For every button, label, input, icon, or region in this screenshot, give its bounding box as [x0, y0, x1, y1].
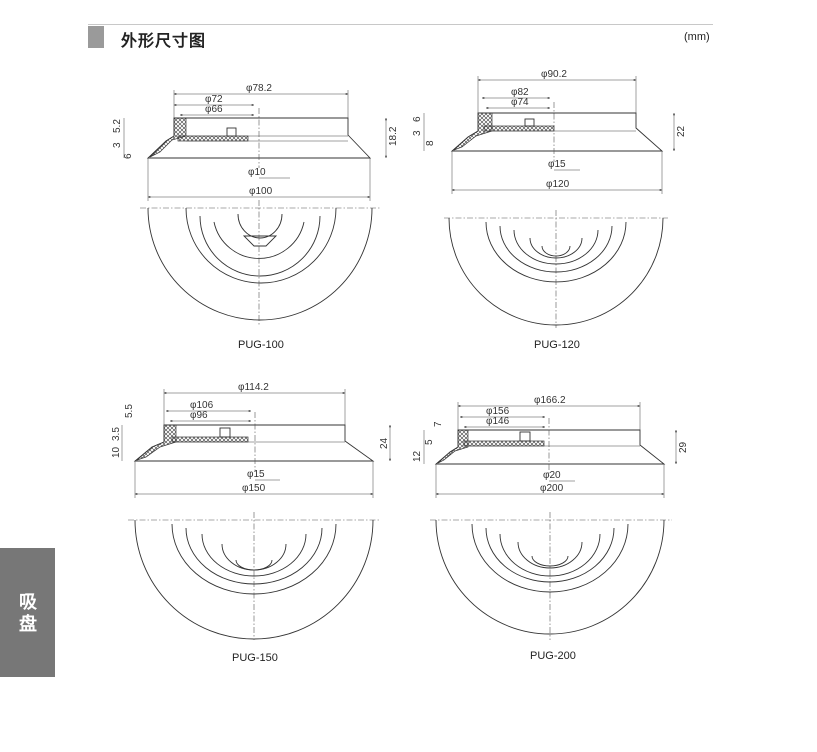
dim-b: φ66: [205, 104, 223, 115]
dim-b: φ146: [486, 416, 510, 427]
dim-h1: 5.2: [112, 119, 123, 133]
dim-a: φ82: [511, 87, 529, 98]
model-label: PUG-100: [238, 339, 284, 351]
dim-outer: φ114.2: [238, 382, 269, 393]
drawing-pug-100: φ78.2 φ72 φ66 φ10 φ100 18.2 5.2 3 6: [112, 83, 399, 351]
unit-label: (mm): [684, 31, 710, 43]
dim-b: φ74: [511, 97, 529, 108]
dim-h2: 3: [112, 142, 123, 148]
dimensions: φ166.2 φ156 φ146 φ20 φ200 29 7 5 12: [412, 395, 689, 498]
side-view: [450, 102, 664, 162]
dim-bore: φ15: [548, 159, 566, 170]
model-label: PUG-150: [232, 652, 278, 664]
plan-view: PUG-150: [128, 512, 380, 664]
plan-view: PUG-100: [140, 200, 380, 351]
dim-base: φ100: [249, 186, 273, 197]
dim-bore: φ15: [247, 469, 265, 480]
dim-outer: φ90.2: [541, 69, 567, 80]
side-view: [133, 412, 375, 472]
drawing-pug-200: φ166.2 φ156 φ146 φ20 φ200 29 7 5 12: [412, 395, 689, 662]
dim-a: φ156: [486, 406, 510, 417]
dim-height: 29: [678, 441, 689, 453]
dim-outer: φ78.2: [246, 83, 272, 94]
dimensions: φ78.2 φ72 φ66 φ10 φ100 18.2 5.2 3 6: [112, 83, 399, 201]
drawing-pug-120: φ90.2 φ82 φ74 φ15 φ120 22 6 3 8: [412, 69, 687, 351]
dim-bore: φ10: [248, 167, 266, 178]
dim-h2: 3: [412, 130, 423, 136]
side-view: [146, 108, 372, 168]
side-view: [434, 418, 666, 476]
dim-h3: 6: [123, 153, 134, 159]
title-marker: [88, 26, 104, 48]
dim-height: 24: [379, 437, 390, 449]
dim-bore: φ20: [543, 470, 561, 481]
side-tab[interactable]: [0, 548, 55, 677]
plan-view: PUG-200: [430, 512, 672, 662]
side-tab-label: 吸盘: [19, 592, 37, 635]
dim-a: φ72: [205, 94, 223, 105]
dim-h1: 5.5: [124, 404, 135, 418]
drawing-pug-150: φ114.2 φ106 φ96 φ15 φ150 24 5.5 3.5 10: [111, 382, 392, 664]
dimensions: φ114.2 φ106 φ96 φ15 φ150 24 5.5 3.5 10: [111, 382, 392, 498]
page-title: 外形尺寸图: [121, 31, 207, 50]
model-label: PUG-120: [534, 339, 580, 351]
dimensions: φ90.2 φ82 φ74 φ15 φ120 22 6 3 8: [412, 69, 687, 194]
dim-h1: 6: [412, 116, 423, 122]
dim-b: φ96: [190, 410, 208, 421]
dim-outer: φ166.2: [534, 395, 566, 406]
dim-base: φ200: [540, 483, 564, 494]
dim-base: φ150: [242, 483, 266, 494]
model-label: PUG-200: [530, 650, 576, 662]
plan-view: PUG-120: [444, 210, 668, 351]
dim-a: φ106: [190, 400, 214, 411]
dim-h2: 5: [424, 439, 435, 445]
dim-h3: 10: [111, 446, 122, 458]
dim-h3: 12: [412, 450, 423, 462]
dim-h1: 7: [433, 421, 444, 427]
dim-height: 22: [676, 125, 687, 137]
dim-h2: 3.5: [111, 427, 122, 441]
dim-h3: 8: [425, 140, 436, 146]
header-rule: [88, 24, 713, 25]
dim-height: 18.2: [388, 126, 399, 146]
dim-base: φ120: [546, 179, 570, 190]
